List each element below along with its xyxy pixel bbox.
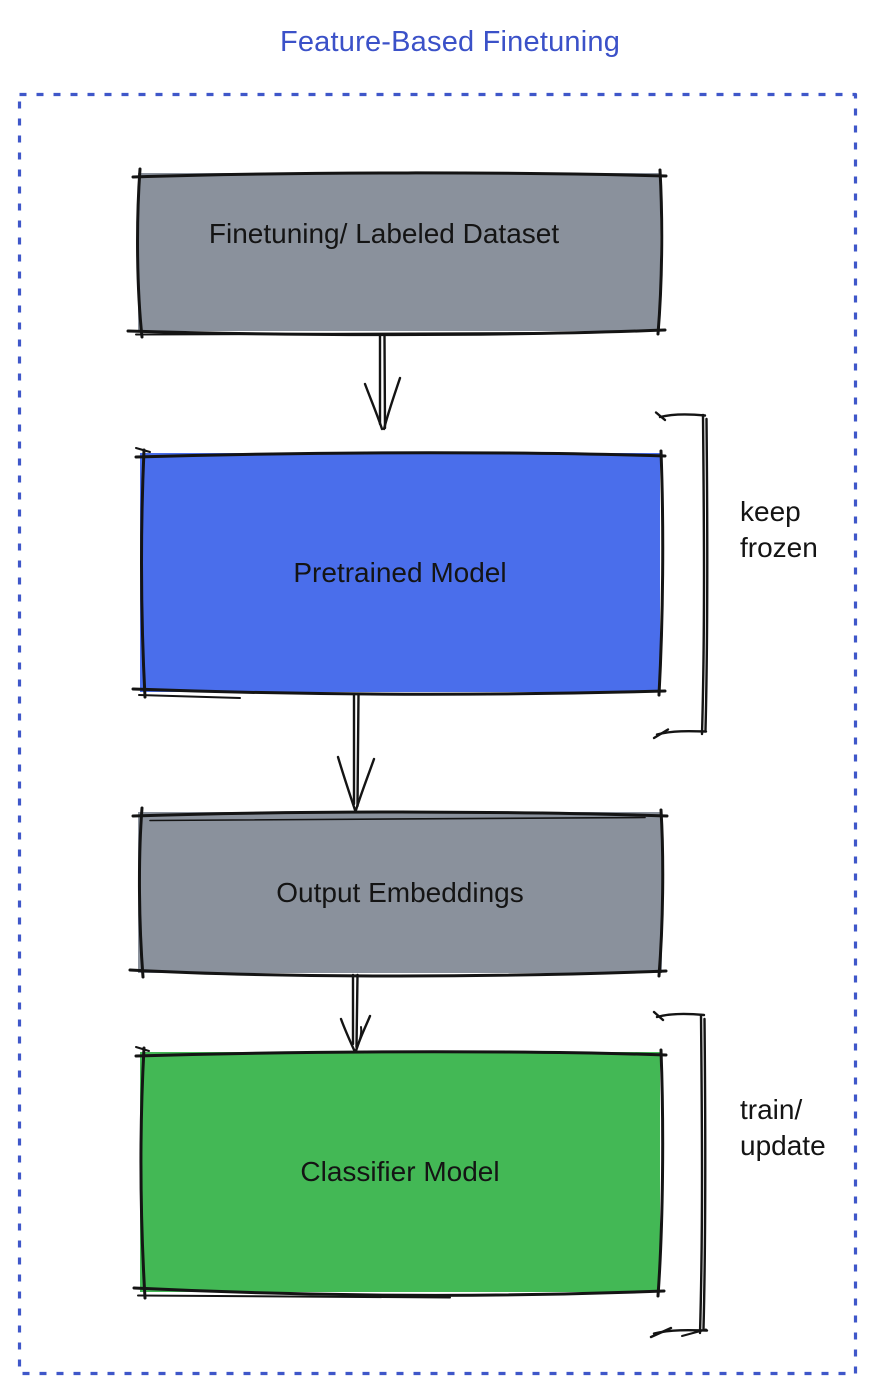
node-finetuning-dataset: Finetuning/ Labeled Dataset	[138, 173, 660, 331]
node-output-embeddings-label: Output Embeddings	[276, 876, 524, 908]
node-classifier-model-label: Classifier Model	[300, 1156, 500, 1187]
node-pretrained-model: Pretrained Model	[140, 453, 660, 692]
arrow-dataset-to-pretrained-icon	[363, 334, 402, 431]
arrow-pretrained-to-embeddings-icon	[336, 692, 376, 812]
node-classifier-model: Classifier Model	[140, 1052, 660, 1292]
diagram-title: Feature-Based Finetuning	[279, 26, 621, 58]
node-pretrained-model-label: Pretrained Model	[293, 556, 507, 588]
keep-frozen-annotation: keep frozen	[740, 496, 818, 563]
train-update-annotation: train/ update	[740, 1094, 826, 1161]
keep-frozen-bracket	[652, 411, 709, 740]
node-finetuning-dataset-label: Finetuning/ Labeled Dataset	[208, 218, 560, 249]
arrow-embeddings-to-classifier-icon	[339, 973, 372, 1054]
node-output-embeddings: Output Embeddings	[138, 812, 662, 973]
